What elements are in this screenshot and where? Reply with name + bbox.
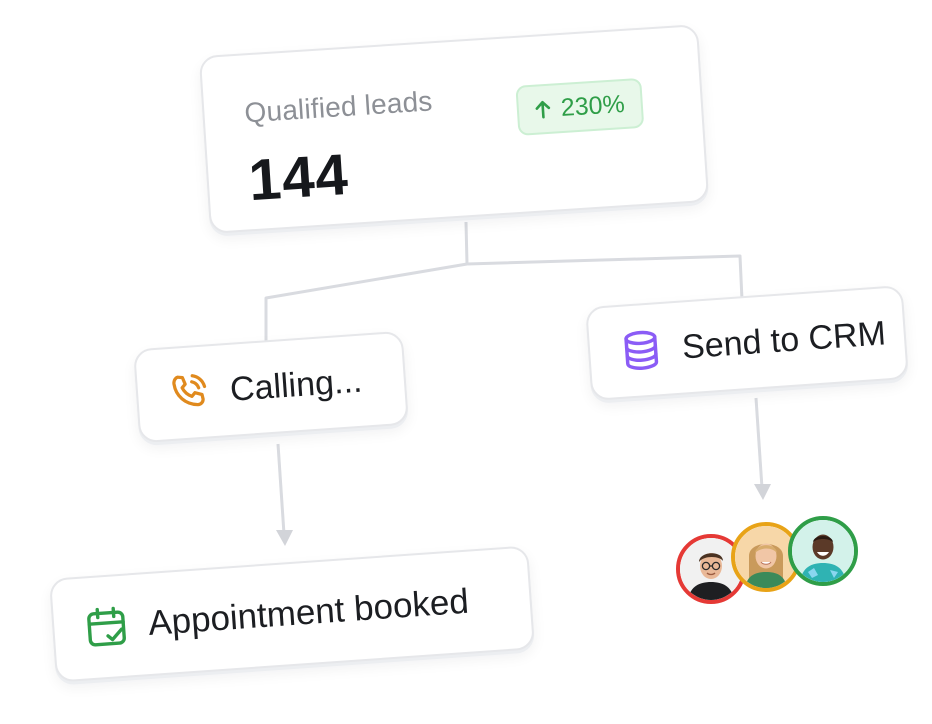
connector-right-branch <box>466 254 744 301</box>
send-to-crm-card: Send to CRM <box>585 285 909 401</box>
metric-value: 144 <box>246 141 351 214</box>
connector-left-branch <box>264 262 468 344</box>
qualified-leads-card: Qualified leads 144 230% <box>198 24 710 234</box>
connector-crm-to-avatars <box>754 397 764 489</box>
growth-value: 230% <box>559 89 626 122</box>
metric-label: Qualified leads <box>243 85 434 129</box>
contact-avatars <box>676 516 876 608</box>
calling-label: Calling... <box>228 361 364 409</box>
arrowhead-avatars <box>754 484 771 500</box>
calendar-check-icon <box>81 601 132 652</box>
appointment-booked-card: Appointment booked <box>48 545 536 683</box>
appointment-label: Appointment booked <box>146 581 470 643</box>
growth-badge: 230% <box>515 77 645 136</box>
phone-calling-icon <box>165 368 214 417</box>
crm-label: Send to CRM <box>680 313 888 366</box>
arrow-up-icon <box>534 99 551 120</box>
connector-calling-to-appointment <box>276 443 286 535</box>
database-icon <box>617 326 666 375</box>
connector-metric-stem <box>464 221 469 265</box>
avatar-person-3 <box>788 516 858 586</box>
calling-step-card: Calling... <box>133 330 409 444</box>
arrowhead-appointment <box>276 530 293 546</box>
avatar-person-2 <box>731 522 801 592</box>
